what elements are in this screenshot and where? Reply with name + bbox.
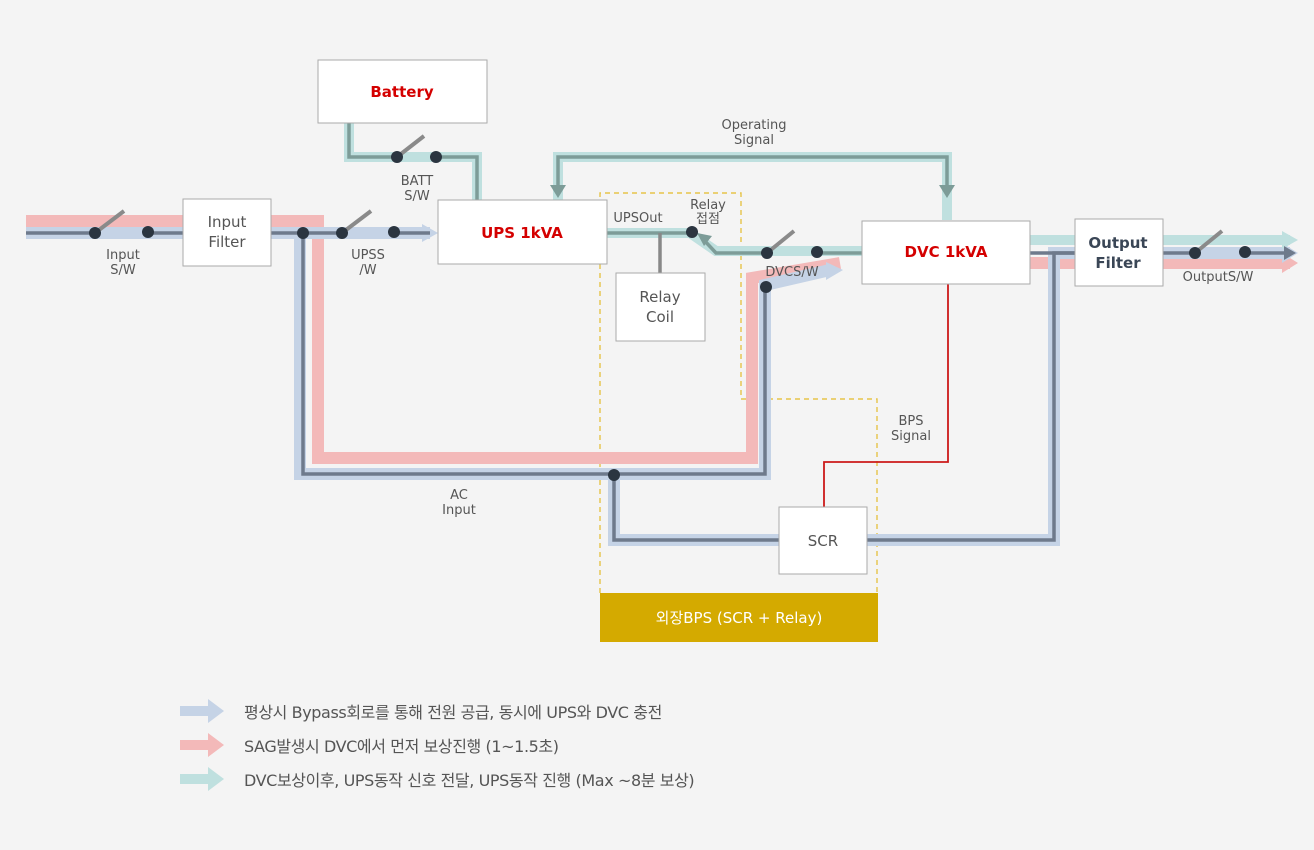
external-bps-band	[600, 593, 878, 642]
relay-coil-box	[615, 272, 706, 342]
dvc-label: DVC 1kVA	[905, 243, 988, 261]
ac-line-scr	[612, 474, 779, 542]
node	[297, 227, 309, 239]
node	[686, 226, 698, 238]
battery-box	[317, 59, 488, 124]
legend: 평상시 Bypass회로를 통해 전원 공급, 동시에 UPS와 DVC 충전 …	[180, 694, 695, 796]
legend-label-sag: SAG발생시 DVC에서 먼저 보상진행 (1~1.5초)	[244, 737, 559, 756]
signal-flow-arrowhead-out	[1282, 231, 1298, 249]
external-bps-label: 외장BPS (SCR + Relay)	[656, 609, 823, 627]
ac-arrowhead-out	[1284, 246, 1296, 260]
node	[89, 227, 101, 239]
operating-signal-line	[556, 155, 949, 193]
arrow-right-icon	[180, 767, 224, 791]
bps-signal-label-2: Signal	[891, 429, 931, 444]
node	[391, 151, 403, 163]
batt-sw-label-1: BATT	[401, 174, 434, 189]
legend-item-signal: DVC보상이후, UPS동작 신호 전달, UPS동작 진행 (Max ~8분 …	[180, 762, 695, 796]
battery-line-ups	[436, 155, 479, 200]
dvcsw-to-relay-line	[700, 236, 767, 255]
sag-flow-path-top	[26, 215, 842, 464]
ac-line-loop	[301, 233, 767, 476]
node	[608, 469, 620, 481]
normal-flow-path	[26, 227, 832, 480]
relay-contact-label-2: 접점	[696, 212, 720, 227]
normal-flow-path-scr	[608, 247, 1290, 546]
ac-input-label-2: Input	[442, 503, 476, 518]
input-sw-label-2: S/W	[110, 263, 136, 278]
node	[142, 226, 154, 238]
node	[430, 151, 442, 163]
upss-switch-blade	[340, 209, 373, 235]
ups-label: UPS 1kVA	[481, 224, 563, 242]
node	[760, 281, 772, 293]
dvc-box	[861, 220, 1031, 285]
output-sw-label: OutputS/W	[1183, 270, 1254, 285]
ups-out-label: UPSOut	[613, 211, 662, 226]
input-filter-label-2: Filter	[208, 233, 246, 251]
operating-signal-label-1: Operating	[722, 118, 787, 133]
operating-signal-label-2: Signal	[734, 133, 774, 148]
signal-flow-upsout	[607, 228, 862, 256]
operating-arrow-dvc	[939, 185, 955, 198]
scr-label: SCR	[808, 532, 838, 550]
node	[388, 226, 400, 238]
node	[1239, 246, 1251, 258]
node	[1189, 247, 1201, 259]
ac-input-label-1: AC	[450, 488, 468, 503]
upss-label-1: UPSS	[351, 248, 385, 263]
relay-arrow	[697, 233, 712, 246]
legend-label-normal: 평상시 Bypass회로를 통해 전원 공급, 동시에 UPS와 DVC 충전	[244, 703, 662, 722]
node	[811, 246, 823, 258]
nodes	[89, 151, 1251, 481]
legend-item-normal: 평상시 Bypass회로를 통해 전원 공급, 동시에 UPS와 DVC 충전	[180, 694, 694, 728]
input-switch-blade	[93, 209, 126, 235]
relay-coil-label-2: Coil	[646, 308, 674, 326]
dvcs-w-label: DVCS/W	[765, 265, 818, 280]
bps-signal-line	[823, 284, 949, 507]
output-filter-box	[1074, 218, 1164, 287]
input-filter-box	[182, 198, 272, 267]
normal-flow-arrowhead-dvc	[826, 262, 843, 280]
output-filter-label-2: Filter	[1095, 254, 1141, 272]
ac-line-scr-out	[867, 251, 1075, 542]
legend-item-sag: SAG발생시 DVC에서 먼저 보상진행 (1~1.5초)	[180, 728, 694, 762]
input-sw-label-1: Input	[106, 248, 140, 263]
node	[761, 247, 773, 259]
input-filter-label-1: Input	[208, 213, 247, 231]
scr-box	[778, 506, 868, 575]
operating-arrow-ups	[550, 185, 566, 198]
battery-line	[347, 123, 397, 159]
arrow-right-icon	[180, 699, 224, 723]
node	[336, 227, 348, 239]
ups-box	[437, 199, 608, 265]
legend-label-signal: DVC보상이후, UPS동작 신호 전달, UPS동작 진행 (Max ~8분 …	[244, 771, 695, 790]
battery-label: Battery	[370, 83, 433, 101]
output-filter-label-1: Output	[1088, 234, 1147, 252]
batt-sw-label-2: S/W	[404, 189, 430, 204]
arrow-right-icon	[180, 733, 224, 757]
relay-coil-label-1: Relay	[639, 288, 680, 306]
relay-contact-label-1: Relay	[690, 198, 726, 213]
bps-signal-label-1: BPS	[898, 414, 923, 429]
upss-label-2: /W	[359, 263, 376, 278]
